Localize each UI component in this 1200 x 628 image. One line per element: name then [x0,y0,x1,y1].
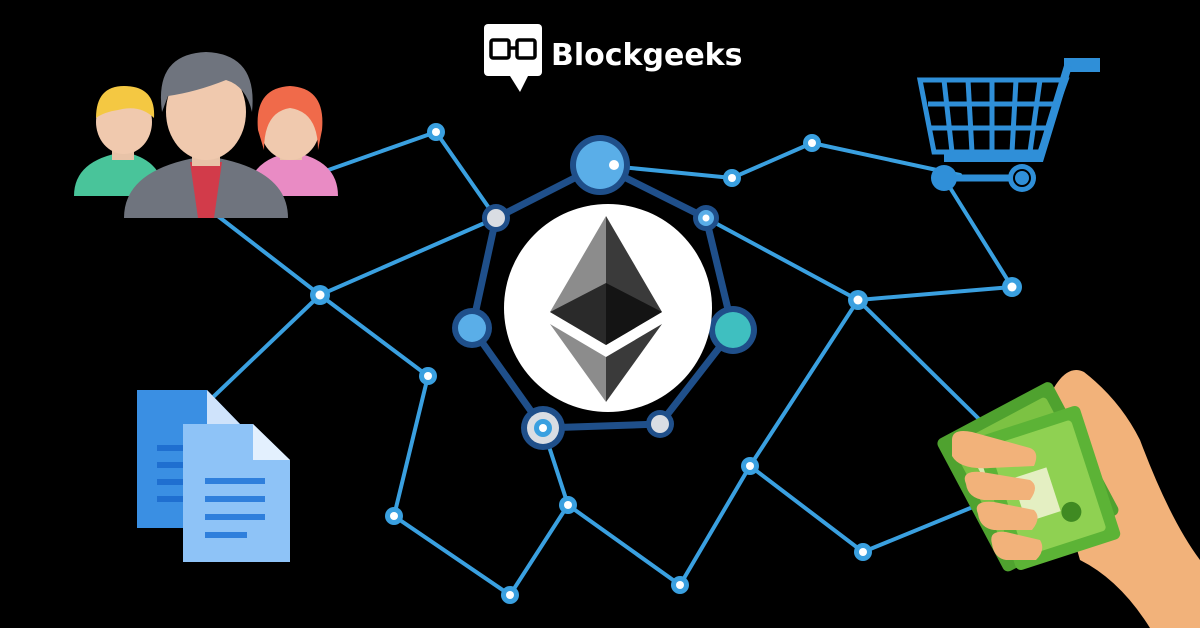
network-node [741,457,759,475]
network-node [1002,277,1022,297]
network-line [566,463,992,588]
network-node [419,367,437,385]
brand-logo[interactable]: Blockgeeks [484,24,742,92]
network-node [310,285,330,305]
documents-icon [137,390,290,562]
ethereum-logo-icon [550,216,662,402]
network-node [427,123,445,141]
network-node [848,290,868,310]
hand-with-money-icon [937,370,1200,628]
network-node [723,169,741,187]
network-line [208,293,322,402]
hub-ring [468,161,737,432]
network-node [671,576,689,594]
speech-bubble-glasses-icon [484,24,542,92]
network-node [803,134,821,152]
network-node [559,496,577,514]
network-node [501,586,519,604]
network-line [856,298,982,422]
network-node [854,543,872,561]
network-line [704,216,860,302]
brand-name: Blockgeeks [551,38,742,73]
shopping-cart-icon [916,58,1100,192]
network-node [385,507,403,525]
network-line [598,140,962,181]
people-group-icon [74,52,338,218]
network-line [208,208,498,298]
ethereum-hub [452,135,757,450]
network-line [942,176,1014,289]
network-nodes [310,123,1022,604]
network-line [318,293,571,598]
